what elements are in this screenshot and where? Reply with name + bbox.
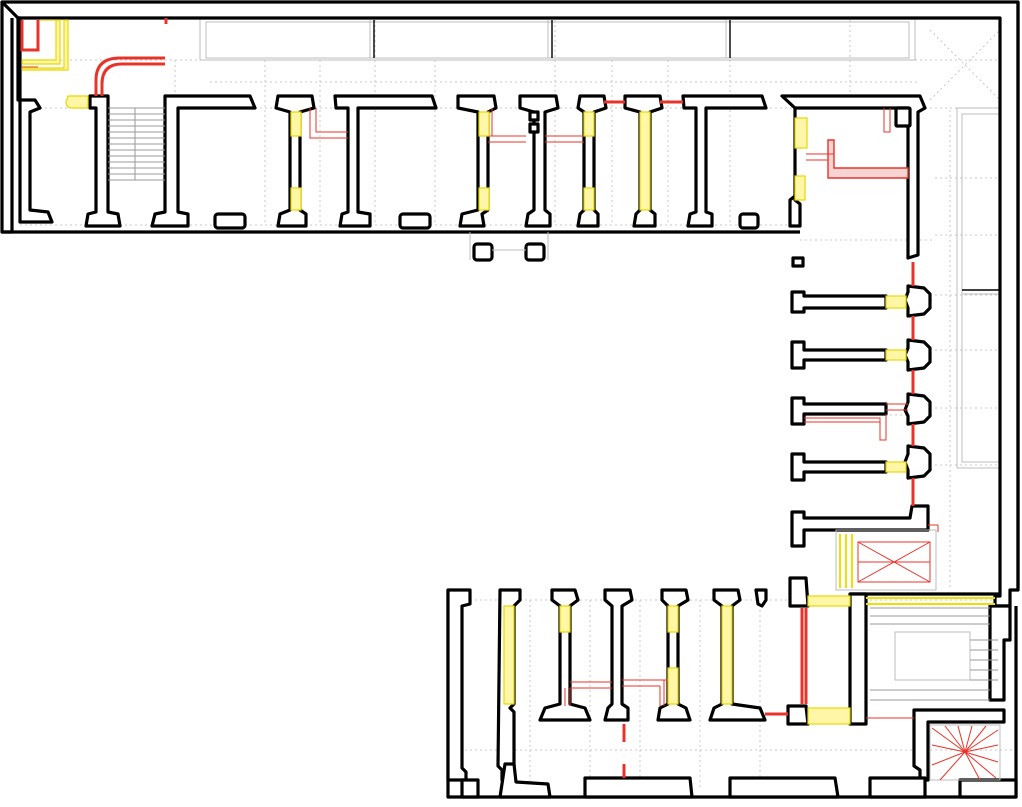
east-stair (835, 529, 937, 591)
spiral-stair (929, 724, 1001, 781)
east-gallery (956, 107, 1006, 469)
north-west-stair (108, 107, 165, 181)
south-east-stair (870, 607, 998, 701)
removed-openings (21, 19, 995, 725)
north-gallery (199, 17, 916, 61)
